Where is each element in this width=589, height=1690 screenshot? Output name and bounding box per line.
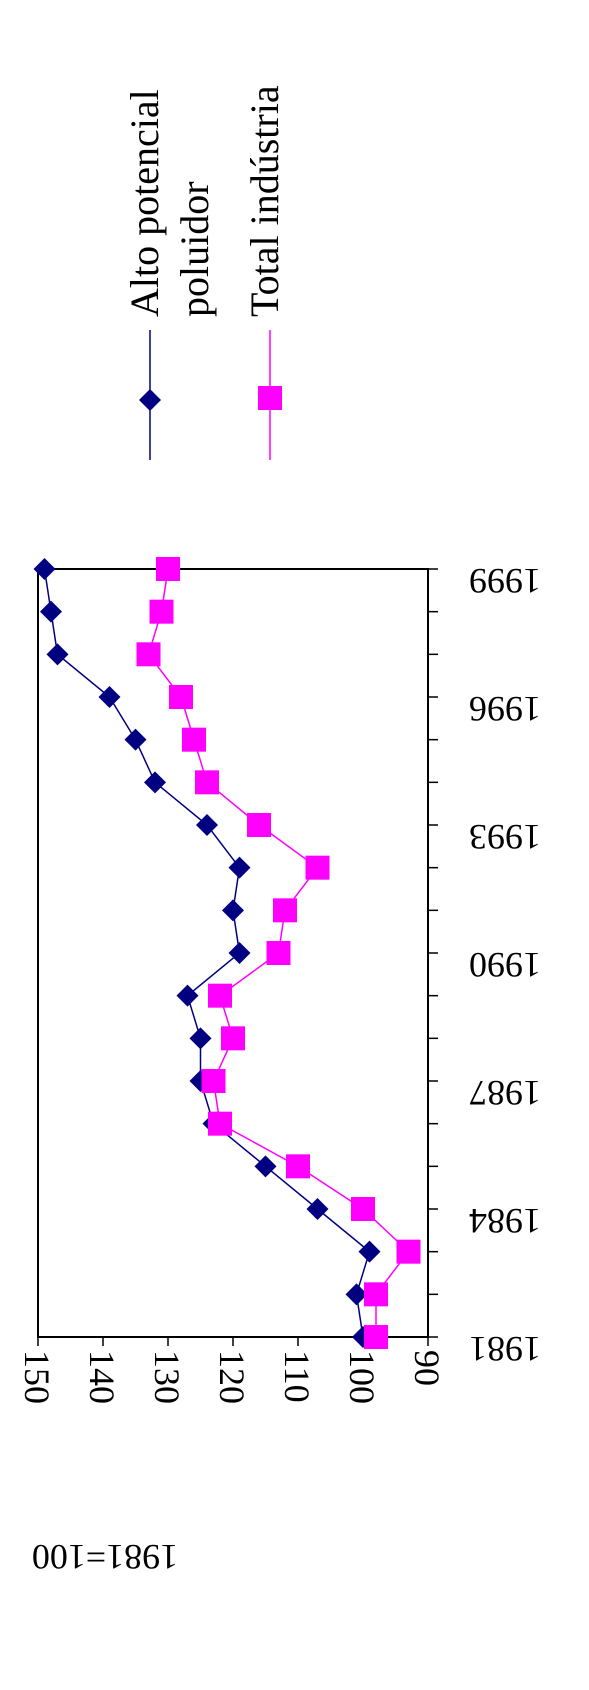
data-point xyxy=(286,1154,310,1179)
data-point xyxy=(156,557,180,581)
legend-label: Total indústria xyxy=(242,85,287,317)
data-point xyxy=(144,771,166,794)
y-tick-label: 150 xyxy=(17,1350,57,1404)
data-point xyxy=(208,983,232,1008)
data-point xyxy=(222,899,244,922)
data-point xyxy=(266,941,291,965)
x-tick-label: 1987 xyxy=(469,1073,541,1113)
data-point xyxy=(196,814,218,836)
x-tick-label: 1996 xyxy=(469,689,541,729)
y-tick-label: 110 xyxy=(277,1350,317,1403)
x-tick-label: 1981 xyxy=(469,1329,541,1369)
data-point xyxy=(306,1198,329,1220)
data-point xyxy=(345,1283,368,1306)
data-point xyxy=(364,1325,388,1349)
data-point xyxy=(254,1155,277,1178)
y-tick-label: 90 xyxy=(407,1350,447,1386)
x-tick-label: 1990 xyxy=(469,945,541,985)
data-point xyxy=(40,600,62,623)
data-point xyxy=(351,1197,375,1221)
x-tick-label: 1993 xyxy=(469,817,541,857)
data-point xyxy=(247,813,271,837)
data-point xyxy=(273,898,297,923)
data-point xyxy=(358,1240,381,1263)
data-point xyxy=(208,1111,232,1136)
y-tick-label: 140 xyxy=(82,1350,122,1404)
data-point xyxy=(195,770,219,795)
series-line xyxy=(43,568,371,1338)
data-point xyxy=(396,1239,421,1264)
y-tick-label: 120 xyxy=(212,1350,252,1404)
y-tick-label: 130 xyxy=(147,1350,187,1404)
data-point xyxy=(149,599,174,624)
data-point xyxy=(201,1069,226,1093)
data-point xyxy=(189,1027,212,1050)
data-point xyxy=(305,855,330,880)
data-point xyxy=(136,642,161,667)
data-point xyxy=(228,856,251,879)
legend-marker xyxy=(258,386,282,410)
legend-marker xyxy=(139,389,161,411)
data-point xyxy=(364,1282,388,1307)
data-point xyxy=(182,727,206,752)
data-point xyxy=(221,1026,245,1051)
x-tick-label: 1984 xyxy=(469,1201,541,1241)
data-point xyxy=(228,942,251,964)
data-point xyxy=(124,728,147,751)
data-point xyxy=(98,686,121,708)
data-point xyxy=(176,984,199,1007)
y-tick-label: 100 xyxy=(342,1350,382,1404)
y-axis-title: 1981=100 xyxy=(32,1537,178,1577)
data-point xyxy=(169,685,193,709)
legend-label: Alto potencial xyxy=(122,89,167,317)
x-tick-label: 1999 xyxy=(469,561,541,601)
legend-label: poluidor xyxy=(172,181,217,317)
data-point xyxy=(46,643,69,666)
data-point xyxy=(33,558,56,580)
